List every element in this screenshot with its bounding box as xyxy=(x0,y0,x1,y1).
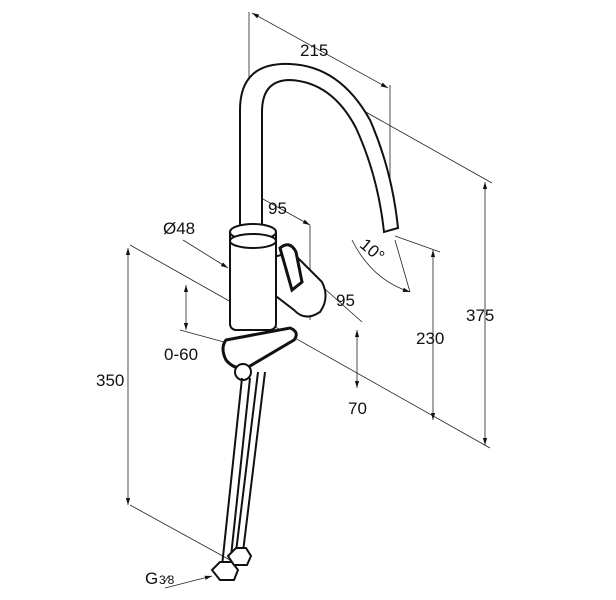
dim-mounting-thickness: 0-60 xyxy=(164,345,198,364)
dim-thread-letter: G xyxy=(145,569,158,588)
supply-hoses xyxy=(210,371,266,581)
dim-body-diameter: Ø48 xyxy=(163,219,195,238)
dim-outlet-height: 230 xyxy=(416,329,444,348)
dim-hose-length: 350 xyxy=(96,371,124,390)
dim-handle-offset: 95 xyxy=(268,199,287,218)
faucet-handle xyxy=(266,243,327,318)
mounting-bracket xyxy=(221,326,298,381)
dim-handle-height: 95 xyxy=(336,291,355,310)
dim-total-height: 375 xyxy=(466,306,494,325)
dimension-lines xyxy=(125,12,488,589)
faucet-spout xyxy=(239,62,400,234)
dim-lever-clearance: 70 xyxy=(348,399,367,418)
dim-spout-angle: 10° xyxy=(356,235,388,266)
faucet-body xyxy=(229,223,277,331)
dim-spout-reach: 215 xyxy=(300,41,328,60)
dim-thread-fraction: 3⁄8 xyxy=(159,573,175,587)
